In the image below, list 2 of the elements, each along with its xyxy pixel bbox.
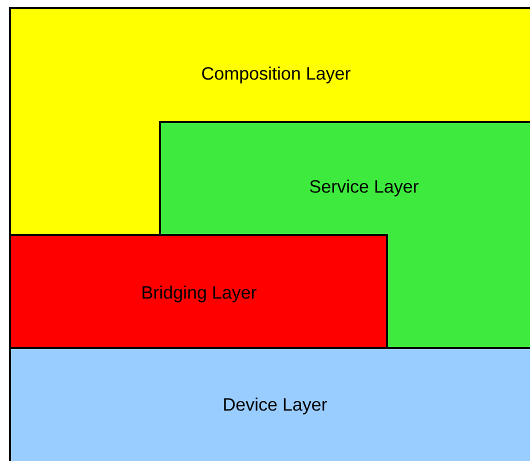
- layer-band: Bridging Layer: [9, 234, 388, 349]
- layer-band: Device Layer: [9, 347, 530, 461]
